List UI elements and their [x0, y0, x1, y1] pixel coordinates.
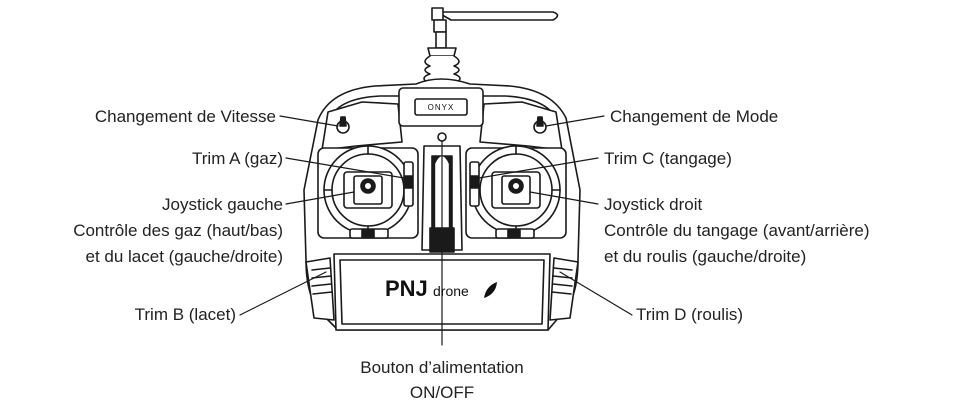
- label-right-stick-desc-2: et du roulis (gauche/droite): [604, 247, 807, 266]
- trim-a-slider: [403, 161, 414, 207]
- label-left-stick: Joystick gauche: [162, 195, 283, 214]
- label-mode-change: Changement de Mode: [610, 107, 779, 126]
- label-right-stick: Joystick droit: [604, 195, 703, 214]
- label-trim-a: Trim A (gaz): [192, 149, 283, 168]
- brand-main: PNJ: [385, 276, 428, 301]
- left-grip: [305, 257, 335, 321]
- right-grip: [549, 257, 579, 321]
- label-speed-change: Changement de Vitesse: [94, 107, 276, 126]
- mode-switch-icon: [533, 116, 547, 134]
- right-joystick: [465, 145, 567, 239]
- brand-sub: drone: [433, 283, 469, 299]
- left-joystick: [317, 145, 419, 239]
- leaf-icon: [484, 282, 497, 298]
- top-badge-label: ONYX: [428, 103, 455, 112]
- label-left-stick-desc-2: et du lacet (gauche/droite): [85, 247, 283, 266]
- top-badge: [398, 87, 484, 127]
- label-right-stick-desc-1: Contrôle du tangage (avant/arrière): [604, 221, 870, 240]
- label-trim-b: Trim B (lacet): [134, 305, 236, 324]
- label-power-2: ON/OFF: [409, 383, 475, 402]
- label-power-1: Bouton d’alimentation: [360, 358, 524, 377]
- label-trim-d: Trim D (roulis): [636, 305, 744, 324]
- antenna: [423, 7, 559, 85]
- speed-switch-icon: [336, 116, 350, 134]
- trim-d-slider: [495, 228, 535, 239]
- label-trim-c: Trim C (tangage): [604, 149, 732, 168]
- trim-c-slider: [469, 161, 480, 207]
- trim-b-slider: [349, 228, 389, 239]
- label-left-stick-desc-1: Contrôle des gaz (haut/bas): [73, 221, 283, 240]
- leader-lines: [239, 115, 633, 346]
